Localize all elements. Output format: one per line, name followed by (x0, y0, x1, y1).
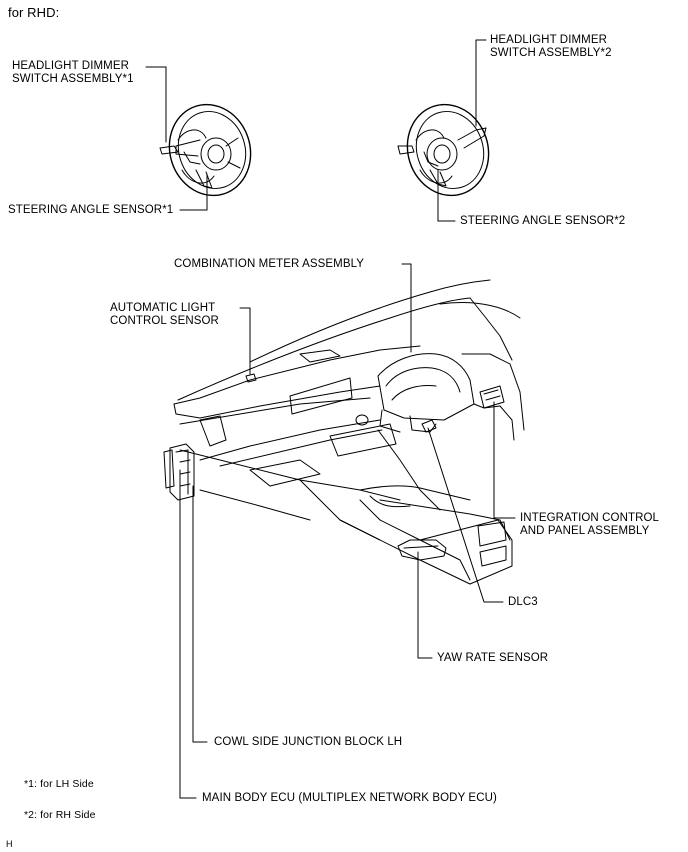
label-integration-control: INTEGRATION CONTROL AND PANEL ASSEMBLY (520, 512, 660, 537)
leader-steering-1 (179, 173, 208, 211)
steering-wheel-right (397, 103, 490, 197)
leader-headlight-1 (145, 66, 167, 143)
label-combination-meter: COMBINATION METER ASSEMBLY (174, 258, 365, 270)
dashboard-drawing (163, 279, 525, 585)
label-main-body-ecu: MAIN BODY ECU (MULTIPLEX NETWORK BODY EC… (202, 792, 497, 804)
leader-dlc3 (427, 427, 504, 603)
leader-auto-light (239, 307, 251, 375)
steering-wheel-left (159, 103, 252, 197)
leader-cowl-junction (192, 485, 208, 743)
label-dlc3: DLC3 (508, 596, 538, 608)
footnote-lh-side: *1: for LH Side (24, 778, 94, 790)
label-headlight-switch-2: HEADLIGHT DIMMER SWITCH ASSEMBLY*2 (490, 34, 612, 59)
corner-mark: H (6, 839, 13, 849)
label-cowl-junction-block: COWL SIDE JUNCTION BLOCK LH (214, 736, 403, 748)
label-auto-light-sensor: AUTOMATIC LIGHT CONTROL SENSOR (110, 302, 219, 327)
label-yaw-rate-sensor: YAW RATE SENSOR (437, 652, 549, 664)
label-steering-sensor-2: STEERING ANGLE SENSOR*2 (460, 215, 626, 227)
label-steering-sensor-1: STEERING ANGLE SENSOR*1 (8, 204, 174, 216)
leader-main-body-ecu (179, 469, 197, 799)
label-headlight-switch-1: HEADLIGHT DIMMER SWITCH ASSEMBLY*1 (12, 60, 134, 85)
leader-headlight-2 (475, 39, 487, 127)
page-heading: for RHD: (8, 5, 60, 20)
footnote-rh-side: *2: for RH Side (24, 809, 96, 821)
leader-yaw-rate (417, 551, 433, 659)
leader-combination-meter (401, 263, 412, 353)
leader-steering-2 (437, 169, 456, 222)
leader-integration (493, 401, 516, 519)
